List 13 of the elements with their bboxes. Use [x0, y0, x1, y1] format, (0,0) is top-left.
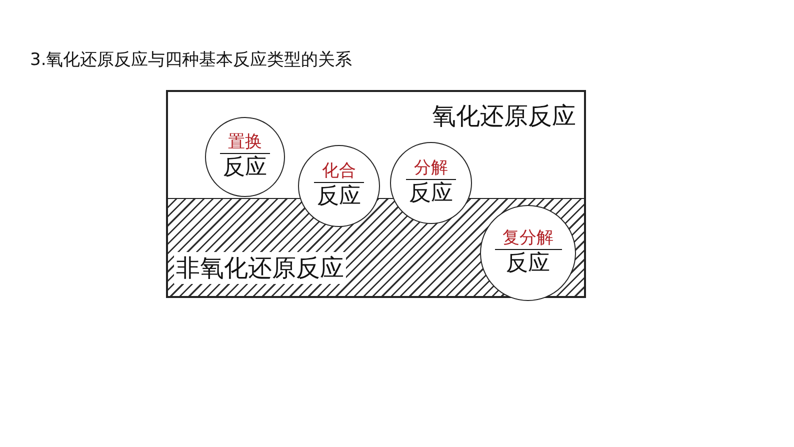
reaction-circle — [390, 142, 472, 224]
answer-text: 分解 — [406, 158, 456, 180]
region-label: 非氧化还原反应 — [174, 252, 346, 284]
circle-label: 反应 — [223, 154, 267, 182]
circle-label: 反应 — [506, 250, 550, 278]
reaction-circle — [480, 205, 576, 301]
answer-text: 复分解 — [494, 228, 562, 250]
answer-text: 置换 — [220, 132, 270, 154]
circle-label: 反应 — [317, 182, 361, 211]
circle-label: 反应 — [409, 180, 453, 208]
reaction-circle — [298, 145, 380, 227]
diagram-title: 3.氧化还原反应与四种基本反应类型的关系 — [30, 49, 352, 71]
answer-text: 化合 — [314, 160, 364, 183]
